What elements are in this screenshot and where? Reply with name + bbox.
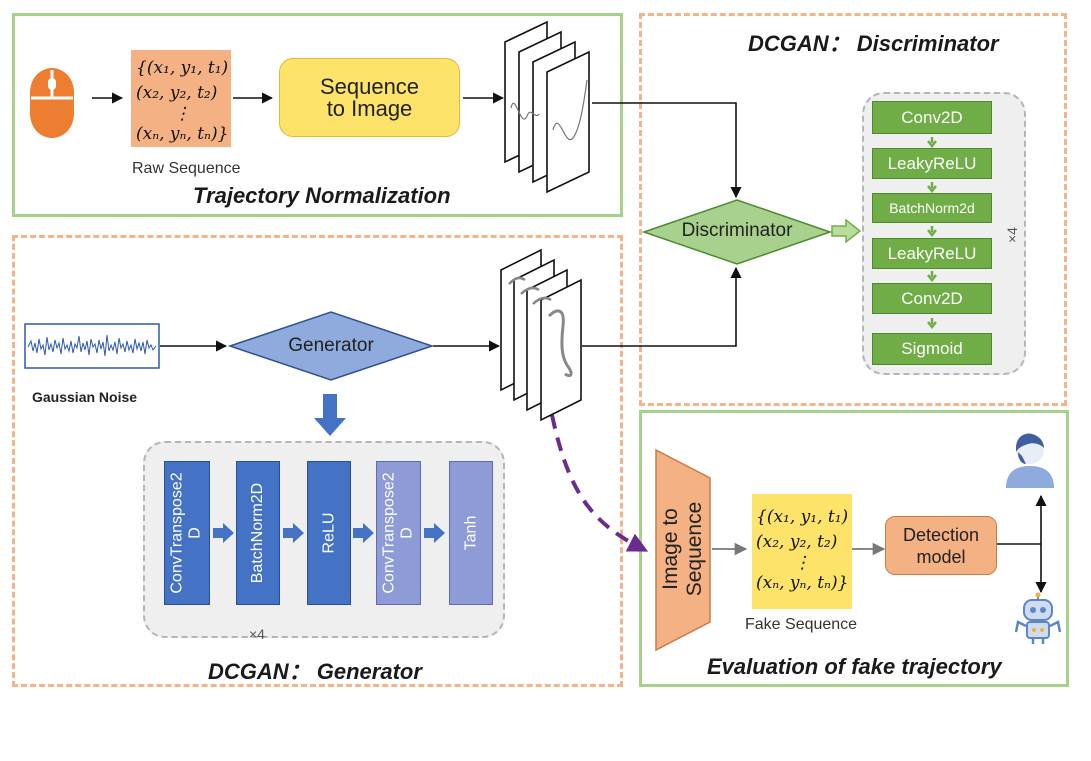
- gen-layer-tanh-label: Tanh: [461, 515, 479, 551]
- gen-layer-convtranspose2d-1-label: ConvTranspose2 D: [169, 472, 205, 593]
- arrow-generator-to-stack: [314, 394, 346, 436]
- raw-sequence-caption: Raw Sequence: [132, 160, 241, 177]
- arrow-real-to-discriminator: [592, 102, 742, 199]
- fake-sequence-text: {(x₁, y₁, t₁) (x₂, y₂, t₂) ⋮ (xₙ, yₙ, tₙ…: [756, 505, 848, 596]
- disc-layer-conv2d-2: Conv2D: [872, 283, 992, 314]
- generator-panel: [12, 235, 623, 687]
- fake-image-stack: [500, 248, 582, 422]
- mouse-icon: [30, 68, 74, 138]
- generator-repeat-label: ×4: [249, 626, 265, 642]
- disc-layer-sigmoid: Sigmoid: [872, 333, 992, 365]
- generator-diamond: [228, 311, 434, 381]
- disc-layer-conv2d-1: Conv2D: [872, 101, 992, 134]
- detection-model-line-2: model: [916, 546, 966, 567]
- gen-layer-convtranspose2d-2: ConvTranspose2 D: [376, 461, 421, 605]
- gen-layer-tanh: Tanh: [449, 461, 493, 605]
- disc-layer-leakyrelu-1: LeakyReLU: [872, 148, 992, 179]
- discriminator-layer-stack: [862, 92, 1026, 375]
- fake-sequence-line-3: ⋮: [793, 553, 811, 573]
- gaussian-noise-caption: Gaussian Noise: [32, 389, 138, 405]
- gen-layer-relu: ReLU: [307, 461, 351, 605]
- fake-sequence-box: [752, 494, 852, 609]
- gen-layer-convtranspose2d-1-text: ConvTranspose2 D: [169, 472, 204, 594]
- fake-sequence-line-1: {(x₁, y₁, t₁): [756, 507, 849, 527]
- raw-sequence-line-2: (x₂, y₂, t₂): [136, 83, 218, 103]
- sequence-to-image-box: Sequence to Image: [279, 58, 460, 137]
- image-to-sequence-trapezoid: [655, 448, 711, 652]
- discriminator-diamond: [642, 199, 832, 265]
- raw-sequence-text: {(x₁, y₁, t₁) (x₂, y₂, t₂) ⋮ (xₙ, yₙ, tₙ…: [136, 56, 228, 147]
- real-image-stack: [504, 20, 590, 194]
- discriminator-title: DCGAN： Discriminator: [748, 31, 999, 56]
- image-to-sequence-line-1: Image to: [659, 508, 682, 590]
- generator-title: DCGAN： Generator: [208, 659, 422, 684]
- image-to-sequence-line-2: Sequence: [683, 501, 706, 597]
- gen-layer-batchnorm2d: BatchNorm2D: [236, 461, 280, 605]
- arrow-fake-to-discriminator: [582, 266, 742, 347]
- fake-sequence-line-4: (xₙ, yₙ, tₙ)}: [756, 573, 849, 593]
- sequence-to-image-line-2: to Image: [326, 95, 413, 121]
- gaussian-noise-signal-icon: [24, 323, 160, 369]
- discriminator-repeat-label: ×4: [1004, 227, 1020, 243]
- disc-layer-batchnorm2d: BatchNorm2d: [872, 193, 992, 223]
- arrow-discriminator-to-stack: [831, 218, 862, 244]
- trajectory-normalization-panel: [12, 13, 623, 217]
- detection-model-line-1: Detection: [902, 524, 980, 545]
- disc-layer-leakyrelu-2: LeakyReLU: [872, 238, 992, 269]
- fake-sequence-line-2: (x₂, y₂, t₂): [756, 532, 838, 552]
- human-user-icon: [1006, 433, 1054, 488]
- discriminator-label: Discriminator: [681, 220, 793, 241]
- detection-model-box: Detection model: [885, 516, 997, 575]
- raw-sequence-line-1: {(x₁, y₁, t₁): [136, 58, 229, 78]
- gen-layer-arrows: [213, 523, 445, 543]
- sequence-to-image-line-1: Sequence: [319, 73, 420, 99]
- arrow-fake-to-img2seq: [550, 414, 649, 552]
- raw-sequence-line-4: (xₙ, yₙ, tₙ)}: [136, 124, 229, 144]
- disc-layer-arrows: [927, 137, 937, 330]
- discriminator-panel: [639, 13, 1067, 406]
- trajectory-normalization-title: Trajectory Normalization: [193, 183, 451, 208]
- generator-label: Generator: [288, 335, 374, 356]
- evaluation-title: Evaluation of fake trajectory: [707, 654, 1002, 679]
- fake-sequence-caption: Fake Sequence: [745, 616, 858, 633]
- raw-sequence-box: [131, 50, 231, 147]
- robot-icon: [1014, 592, 1062, 644]
- gen-layer-convtranspose2d-1: ConvTranspose2 D: [164, 461, 210, 605]
- raw-sequence-line-3: ⋮: [173, 104, 191, 124]
